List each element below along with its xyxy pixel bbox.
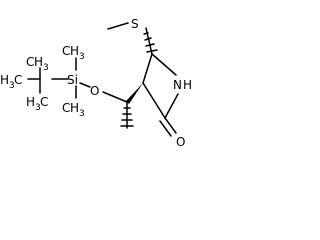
- svg-text:C: C: [26, 55, 34, 69]
- bond-ch-o: [102, 91, 128, 103]
- bond-s-c4-hashed: [143, 27, 158, 55]
- atom-o-carbonyl: O: [176, 135, 185, 149]
- svg-text:C: C: [62, 44, 70, 58]
- atom-h-on-n: H: [183, 78, 192, 92]
- svg-text:H: H: [34, 55, 43, 69]
- svg-text:H: H: [70, 44, 79, 58]
- structure-drawing: S N H O O Si H 3 C C H 3: [0, 17, 192, 149]
- bond-c2-o-2: [159, 120, 172, 137]
- svg-text:C: C: [40, 95, 48, 109]
- atom-s: S: [131, 17, 139, 31]
- bond-c4-n: [151, 53, 177, 76]
- svg-text:H: H: [70, 101, 79, 115]
- bond-layer: [27, 22, 179, 137]
- atom-si: Si: [67, 73, 78, 87]
- bond-c2-c3: [142, 82, 166, 119]
- bond-methyl-s: [107, 22, 129, 30]
- bond-o-si: [79, 82, 91, 88]
- bond-c3-c4: [142, 53, 153, 84]
- methyl-si-up: C H 3: [62, 44, 85, 62]
- bond-n-c2: [164, 93, 179, 119]
- methyl-tbu-up: C H 3: [26, 55, 49, 73]
- methyl-si-down: C H 3: [62, 101, 85, 119]
- bond-ch-methyl-hashed: [120, 101, 134, 129]
- methyl-tbu-down: H 3 C: [26, 95, 48, 113]
- svg-text:C: C: [14, 73, 22, 87]
- svg-text:3: 3: [9, 81, 15, 91]
- svg-text:3: 3: [79, 109, 85, 119]
- methyl-tbu-left: H 3 C: [0, 73, 22, 91]
- bond-c3-ch-wedge: [126, 83, 143, 104]
- atom-o-ether: O: [90, 84, 99, 98]
- svg-text:3: 3: [43, 63, 49, 73]
- svg-text:H: H: [26, 95, 35, 109]
- svg-text:3: 3: [35, 103, 41, 113]
- svg-text:C: C: [62, 101, 70, 115]
- molecule-canvas: S N H O O Si H 3 C C H 3: [0, 17, 193, 149]
- atom-n: N: [173, 78, 182, 92]
- label-layer: S N H O O Si H 3 C C H 3: [0, 17, 192, 149]
- bond-c2-o-1: [164, 117, 177, 134]
- svg-text:H: H: [0, 73, 9, 87]
- svg-text:3: 3: [79, 52, 85, 62]
